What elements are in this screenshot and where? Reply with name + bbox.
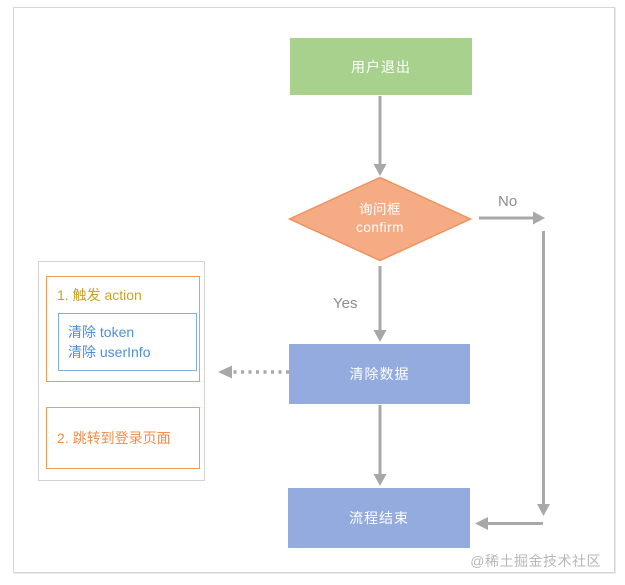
node-clear-data-label: 清除数据 [349,366,410,382]
step1-title: 1. 触发 action [57,287,142,303]
node-confirm-decision: 询问框 confirm [288,176,472,262]
step2-box: 2. 跳转到登录页面 [46,407,200,469]
node-flow-end-label: 流程结束 [349,510,409,526]
clear-token-box: 清除 token 清除 userInfo [58,313,197,371]
edge-label-no: No [498,193,518,210]
edge-label-yes: Yes [333,295,358,312]
annotation-panel: 1. 触发 action 清除 token 清除 userInfo 2. 跳转到… [38,261,205,481]
step1-box: 1. 触发 action 清除 token 清除 userInfo [46,276,200,382]
outer-border [13,7,615,573]
decision-label-line1: 询问框 [359,202,401,217]
node-user-logout-label: 用户退出 [351,58,411,75]
node-clear-data: 清除数据 [289,344,470,404]
decision-diamond-shape [288,176,472,262]
decision-label: 询问框 confirm [288,176,472,262]
step2-title: 2. 跳转到登录页面 [57,430,171,446]
watermark: @稀土掘金技术社区 [470,553,601,569]
decision-label-line2: confirm [356,220,404,235]
node-user-logout: 用户退出 [290,38,472,95]
clear-token-line: 清除 token [68,324,135,340]
clear-userinfo-line: 清除 userInfo [68,344,151,360]
node-flow-end: 流程结束 [288,488,470,548]
